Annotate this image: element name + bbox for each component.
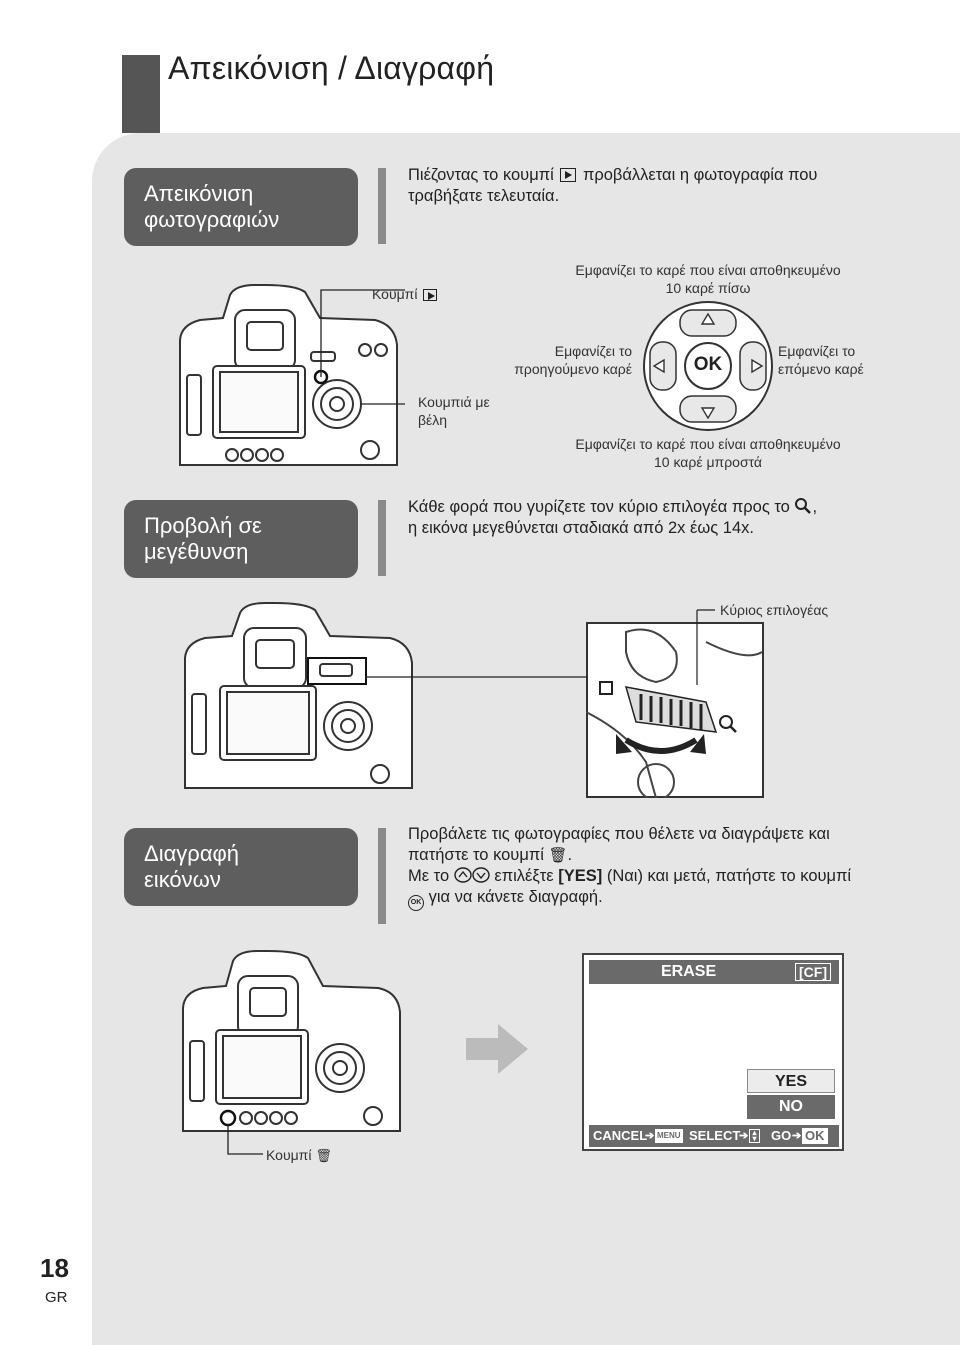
select-hint: SELECT bbox=[689, 1128, 741, 1143]
text-span: Πιέζοντας το κουμπί bbox=[408, 166, 554, 184]
camera-back-illustration-1 bbox=[179, 284, 405, 466]
label-line: Απεικόνιση bbox=[144, 181, 254, 206]
label-line: φωτογραφιών bbox=[144, 207, 280, 232]
trash-icon: 🗑 bbox=[548, 847, 568, 864]
up-down-arrows-icon bbox=[454, 867, 490, 883]
text-line: Κουμπιά με bbox=[418, 394, 490, 410]
dial-callout-lines bbox=[365, 609, 715, 685]
erase-button-label: Κουμπί 🗑 bbox=[266, 1146, 332, 1165]
text-line: Εμφανίζει το καρέ που είναι αποθηκευμένο bbox=[575, 436, 841, 452]
text-span: Κουμπί bbox=[266, 1147, 312, 1163]
text-line: προηγούμενο καρέ bbox=[514, 361, 632, 377]
arrow-buttons-label: Κουμπιά με βέλη bbox=[418, 393, 490, 429]
text-span: [YES] bbox=[558, 867, 603, 885]
text-span: πατήστε το κουμπί bbox=[408, 846, 544, 864]
page-language: GR bbox=[45, 1289, 68, 1306]
down-arrow-description: Εμφανίζει το καρέ που είναι αποθηκευμένο… bbox=[548, 435, 868, 471]
playback-description: Πιέζοντας το κουμπί προβάλλεται η φωτογρ… bbox=[408, 165, 817, 207]
text-line: βέλη bbox=[418, 412, 448, 428]
lcd-header: ERASE [CF] bbox=[589, 960, 839, 984]
page-number: 18 bbox=[40, 1253, 69, 1283]
title-accent-bar bbox=[122, 55, 160, 133]
arrow-right-icon bbox=[466, 1024, 528, 1074]
left-arrow-description: Εμφανίζει το προηγούμενο καρέ bbox=[472, 342, 632, 378]
lcd-option-yes[interactable]: YES bbox=[747, 1069, 835, 1093]
main-dial-label: Κύριος επιλογέας bbox=[720, 602, 829, 618]
section-label-erase: Διαγραφή εικόνων bbox=[124, 828, 358, 906]
text-span: προβάλλεται η φωτογραφία που bbox=[582, 166, 818, 184]
ok-button-label: OK bbox=[693, 354, 723, 375]
text-line: Εμφανίζει το καρέ που είναι αποθηκευμένο bbox=[575, 262, 841, 278]
text-span: . bbox=[567, 846, 573, 864]
page-title: Απεικόνιση / Διαγραφή bbox=[168, 50, 495, 86]
text-span: για να κάνετε διαγραφή. bbox=[428, 888, 603, 906]
label-line: μεγέθυνση bbox=[144, 539, 249, 564]
arrow-pad-diagram bbox=[643, 301, 773, 431]
section-divider bbox=[378, 168, 386, 244]
lcd-option-no[interactable]: NO bbox=[747, 1095, 835, 1119]
section-label-playback: Απεικόνιση φωτογραφιών bbox=[124, 168, 358, 246]
text-line: επόμενο καρέ bbox=[778, 361, 864, 377]
playback-button-label: Κουμπί bbox=[372, 285, 439, 303]
text-line: 10 καρέ πίσω bbox=[665, 280, 751, 296]
lcd-title: ERASE bbox=[661, 963, 717, 980]
up-arrow-description: Εμφανίζει το καρέ που είναι αποθηκευμένο… bbox=[548, 261, 868, 297]
text-span: τραβήξατε τελευταία. bbox=[408, 187, 560, 205]
up-down-key-icon: ▴▾ bbox=[749, 1129, 760, 1143]
camera-back-illustration-2 bbox=[184, 602, 413, 789]
right-arrow-description: Εμφανίζει το επόμενο καρέ bbox=[778, 342, 864, 378]
text-span: Με το bbox=[408, 867, 450, 885]
text-line: Εμφανίζει το bbox=[554, 343, 632, 359]
trash-icon: 🗑 bbox=[315, 1148, 332, 1163]
camera-back-illustration-3 bbox=[182, 950, 401, 1155]
lcd-erase-screen: ERASE [CF] YES NO CANCEL ➔ MENU SELECT ➔… bbox=[582, 953, 844, 1151]
text-span: Κάθε φορά που γυρίζετε τον κύριο επιλογέ… bbox=[408, 498, 790, 516]
section-divider bbox=[378, 828, 386, 924]
section-divider bbox=[378, 500, 386, 576]
text-span: Κουμπί bbox=[372, 286, 418, 302]
text-span: Προβάλετε τις φωτογραφίες που θέλετε να … bbox=[408, 825, 830, 843]
playback-icon bbox=[423, 289, 438, 301]
label-line: Διαγραφή bbox=[144, 841, 240, 866]
magnify-icon bbox=[795, 498, 812, 514]
go-hint: GO bbox=[771, 1128, 792, 1143]
menu-key-icon: MENU bbox=[655, 1129, 683, 1143]
text-span: επιλέξτε bbox=[494, 867, 554, 885]
card-indicator: [CF] bbox=[795, 963, 831, 981]
playback-icon bbox=[560, 168, 577, 182]
section-label-zoom: Προβολή σε μεγέθυνση bbox=[124, 500, 358, 578]
text-line: Εμφανίζει το bbox=[778, 343, 856, 359]
main-dial-closeup bbox=[586, 622, 764, 798]
lcd-footer: CANCEL ➔ MENU SELECT ➔ ▴▾ GO ➔ OK bbox=[589, 1125, 839, 1147]
text-span: η εικόνα μεγεθύνεται σταδιακά από 2x έως… bbox=[408, 519, 754, 537]
text-line: 10 καρέ μπροστά bbox=[653, 454, 763, 470]
ok-key-icon: OK bbox=[802, 1128, 828, 1144]
text-span: , bbox=[812, 498, 818, 516]
ok-icon: OK bbox=[408, 895, 424, 911]
zoom-description: Κάθε φορά που γυρίζετε τον κύριο επιλογέ… bbox=[408, 497, 817, 539]
text-span: (Ναι) και μετά, πατήστε το κουμπί bbox=[606, 867, 852, 885]
erase-description: Προβάλετε τις φωτογραφίες που θέλετε να … bbox=[408, 824, 851, 911]
label-line: Προβολή σε bbox=[144, 513, 262, 538]
label-line: εικόνων bbox=[144, 867, 221, 892]
cancel-hint: CANCEL bbox=[593, 1128, 648, 1143]
